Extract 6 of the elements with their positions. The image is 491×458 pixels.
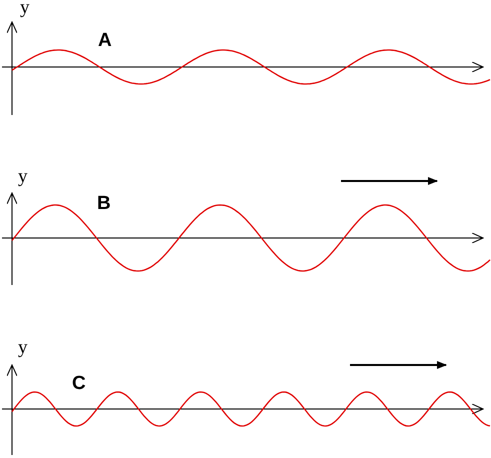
axis-label: y <box>18 167 28 186</box>
wave-label: A <box>98 31 112 50</box>
axis-label: y <box>20 0 30 17</box>
wave-label: B <box>97 194 111 213</box>
axis-label: y <box>18 338 28 357</box>
wave-label: C <box>72 374 86 393</box>
